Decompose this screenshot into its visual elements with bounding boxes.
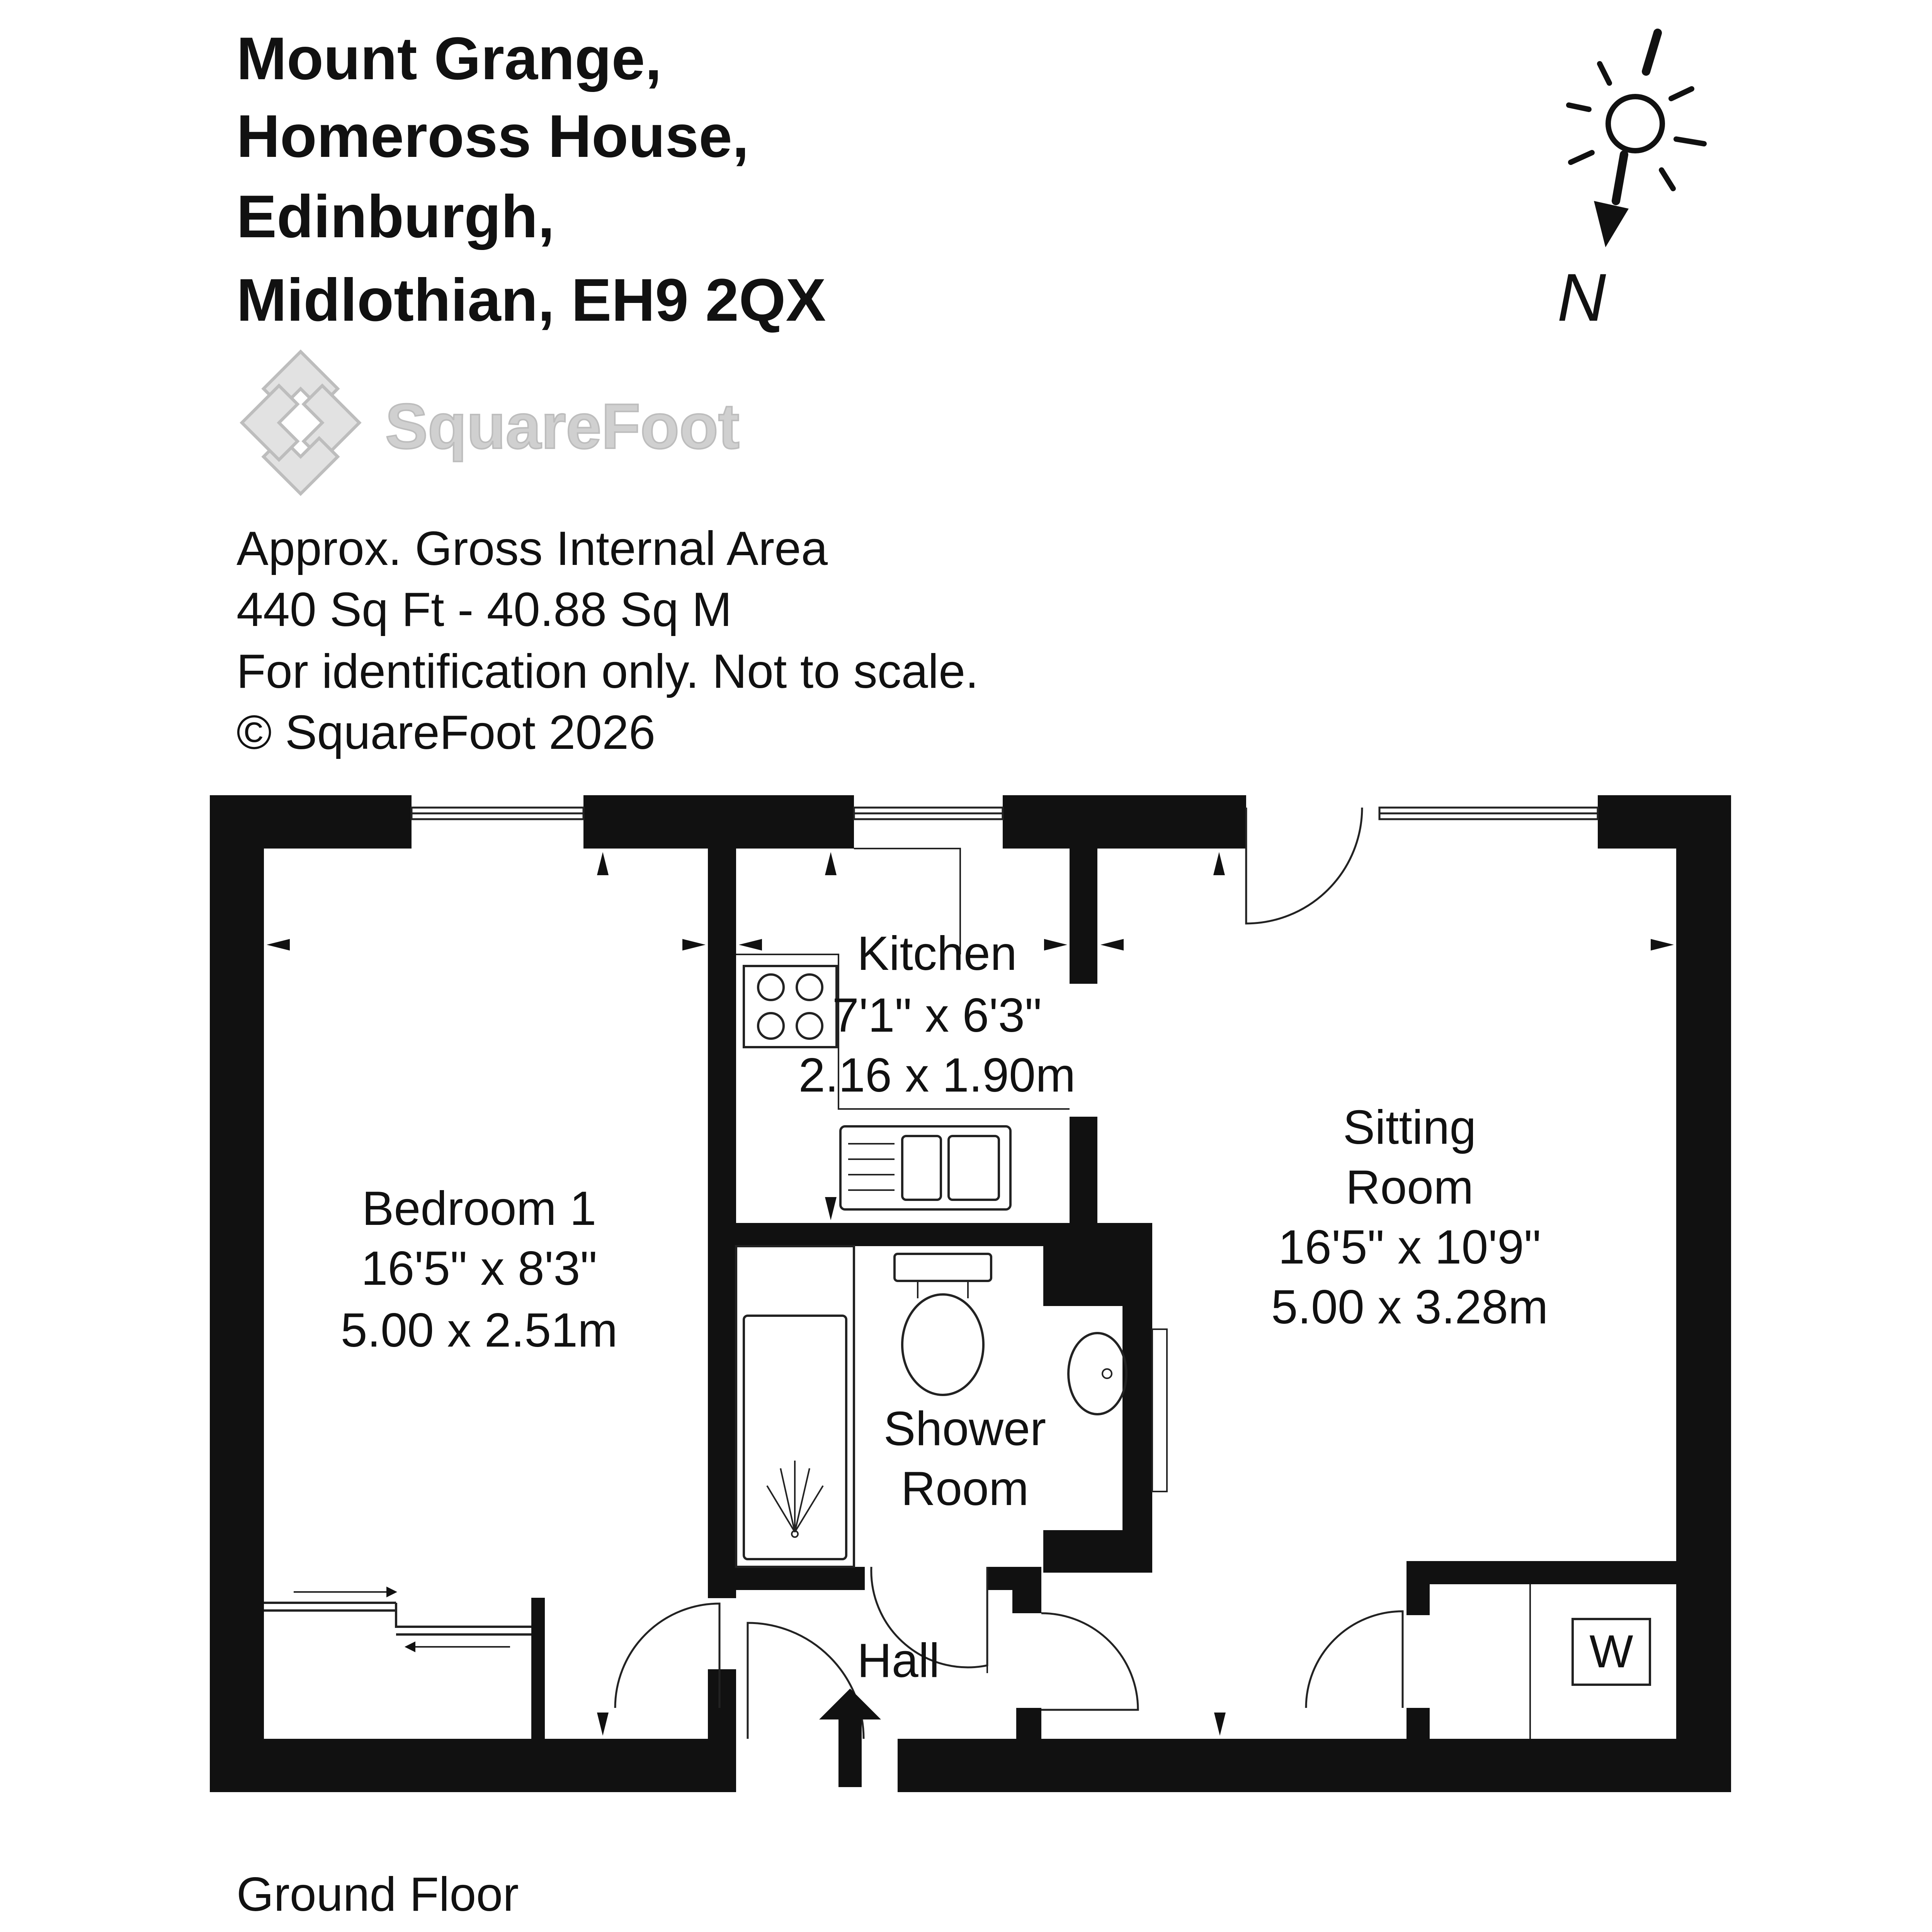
door-cupboard <box>1305 1610 1404 1708</box>
fixtures: W <box>264 848 1651 1787</box>
area-value: 440 Sq Ft - 40.88 Sq M <box>236 583 732 636</box>
wall-right <box>1676 795 1731 1792</box>
hob-icon <box>743 965 838 1048</box>
wall-wardrobe <box>531 1598 545 1739</box>
kitchen-counter-top <box>854 848 961 954</box>
room-kitchen: Kitchen 7'1" x 6'3" 2.16 x 1.90m <box>799 927 1076 1102</box>
wall-cupboard-left <box>1406 1561 1430 1615</box>
kitchen-imperial: 7'1" x 6'3" <box>832 989 1042 1042</box>
bedroom-metric: 5.00 x 2.51m <box>341 1304 618 1357</box>
sitting-metric: 5.00 x 3.28m <box>1271 1281 1548 1334</box>
wall-top-3 <box>1003 795 1246 849</box>
entrance-arrow-icon <box>819 1689 881 1787</box>
wall-bedroom-right-lower <box>708 1669 736 1792</box>
window-bedroom <box>410 806 585 820</box>
wall-shower-column <box>1043 1223 1152 1306</box>
wall-shower-bottom-left <box>736 1567 865 1590</box>
area-heading: Approx. Gross Internal Area <box>236 522 828 575</box>
room-bedroom: Bedroom 1 16'5" x 8'3" 5.00 x 2.51m <box>341 1182 618 1357</box>
bedroom-name: Bedroom 1 <box>362 1182 597 1235</box>
sitting-name-line2: Room <box>1346 1161 1474 1214</box>
squarefoot-logo-icon <box>240 349 362 496</box>
doors <box>614 807 1404 1739</box>
door-shower <box>870 1566 988 1668</box>
dimension-markers <box>267 852 1674 1736</box>
room-shower: Shower Room <box>884 1402 1046 1515</box>
toilet-icon <box>893 1253 992 1396</box>
wall-shower-stub <box>1043 1530 1152 1573</box>
wall-top-4 <box>1598 795 1731 849</box>
wall-kitchen-right-upper <box>1070 849 1097 984</box>
room-hall: Hall <box>857 1634 940 1687</box>
shower-name-line2: Room <box>901 1462 1029 1515</box>
window-kitchen <box>853 806 1004 820</box>
address-line-1: Mount Grange, <box>236 25 662 92</box>
wall-kitchen-right-lower <box>1070 1117 1097 1233</box>
address-line-3: Edinburgh, <box>236 183 554 250</box>
sun-north-compass-icon <box>1566 29 1707 247</box>
shower-name-line1: Shower <box>884 1402 1046 1456</box>
door-sitting-balcony <box>1245 807 1363 925</box>
bedroom-imperial: 16'5" x 8'3" <box>361 1242 597 1295</box>
shower-tray-icon <box>735 1245 855 1568</box>
kitchen-metric: 2.16 x 1.90m <box>799 1049 1076 1102</box>
sitting-name-line1: Sitting <box>1343 1101 1476 1154</box>
hall-name: Hall <box>857 1634 940 1687</box>
wall-hall-stub <box>1012 1567 1041 1613</box>
squarefoot-logo: SquareFoot <box>240 349 740 496</box>
sitting-imperial: 16'5" x 10'9" <box>1278 1221 1541 1274</box>
address-line-4: Midlothian, EH9 2QX <box>236 267 826 334</box>
copyright: © SquareFoot 2026 <box>236 706 655 759</box>
cupboard-label: W <box>1589 1626 1633 1677</box>
address-block: Mount Grange, Homeross House, Edinburgh,… <box>236 25 826 334</box>
disclaimer: For identification only. Not to scale. <box>236 645 979 698</box>
wall-cupboard-left-lower <box>1406 1708 1430 1739</box>
wall-left <box>210 795 264 1792</box>
floor-label: Ground Floor <box>236 1868 519 1921</box>
logo-text: SquareFoot <box>385 391 740 462</box>
kitchen-counter <box>736 954 1070 1110</box>
door-bedroom <box>614 1602 721 1708</box>
address-line-2: Homeross House, <box>236 103 749 170</box>
wall-hall-stub-lower <box>1016 1708 1041 1739</box>
wall-bottom-right <box>898 1739 1731 1792</box>
north-label: N <box>1557 260 1606 335</box>
room-sitting: Sitting Room 16'5" x 10'9" 5.00 x 3.28m <box>1271 1101 1548 1334</box>
kitchen-name: Kitchen <box>857 927 1017 980</box>
wall-top-2 <box>583 795 854 849</box>
wall-top-1 <box>210 795 412 849</box>
windows <box>410 806 1599 820</box>
wall-bottom-left <box>210 1739 736 1792</box>
window-sitting <box>1378 806 1599 820</box>
wardrobe-sliding-doors <box>264 1587 531 1652</box>
cupboard-w: W <box>1529 1584 1651 1739</box>
info-block: Approx. Gross Internal Area 440 Sq Ft - … <box>236 522 979 759</box>
kitchen-sink-icon <box>839 1125 1012 1211</box>
wall-cupboard-top <box>1406 1561 1731 1584</box>
basin-icon <box>1067 1328 1168 1492</box>
walls <box>210 795 1731 1792</box>
door-kitchen-hall <box>1041 1612 1139 1711</box>
